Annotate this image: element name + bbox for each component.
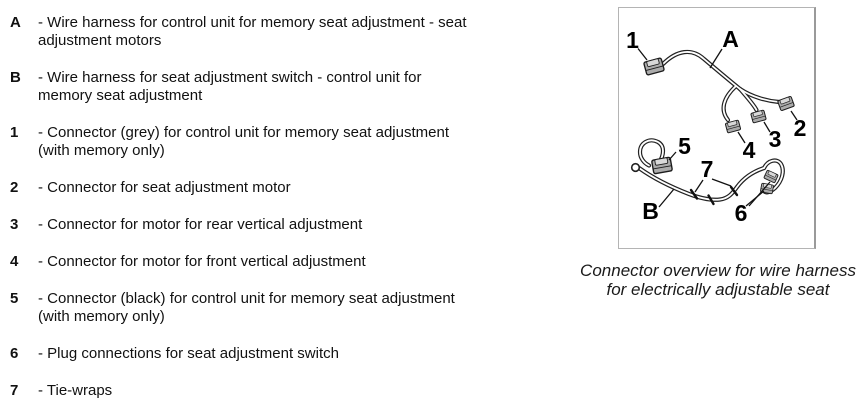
diagram-frame: 1 A 2 3 4 5 7 B 6 <box>618 7 816 249</box>
legend-item-3: 3 - Connector for motor for rear vertica… <box>10 216 558 234</box>
tie-wrap-marks <box>689 185 739 206</box>
connector-3 <box>750 109 767 124</box>
legend-item-key: 5 <box>10 290 19 307</box>
wire-harness-a <box>660 49 782 123</box>
legend: A - Wire harness for control unit for me… <box>10 14 558 406</box>
legend-item-b: B - Wire harness for seat adjustment swi… <box>10 69 558 105</box>
legend-item-text: - Connector (grey) for control unit for … <box>38 124 449 159</box>
legend-item-1: 1 - Connector (grey) for control unit fo… <box>10 124 558 160</box>
legend-item-key: 6 <box>10 345 19 362</box>
wire-end-ring <box>630 162 641 173</box>
connector-6a <box>763 169 779 184</box>
legend-item-text: - Tie-wraps <box>38 382 113 399</box>
connector-1 <box>642 57 666 76</box>
legend-item-key: 1 <box>10 124 19 141</box>
legend-item-text: - Wire harness for seat adjustment switc… <box>38 69 422 104</box>
wire-harness-diagram: 1 A 2 3 4 5 7 B 6 <box>626 26 807 226</box>
diagram-label-6: 6 <box>735 200 748 226</box>
diagram-label-2: 2 <box>794 115 807 141</box>
legend-item-text: - Connector for seat adjustment motor <box>38 179 291 196</box>
diagram-label-4: 4 <box>743 137 756 163</box>
legend-item-text: - Wire harness for control unit for memo… <box>38 14 467 49</box>
diagram-label-a: A <box>722 26 739 52</box>
figure-caption: Connector overview for wire harness for … <box>580 261 856 299</box>
legend-item-text: - Connector for motor for rear vertical … <box>38 216 363 233</box>
legend-item-text: - Connector for motor for front vertical… <box>38 253 366 270</box>
leader-lines <box>637 48 798 208</box>
diagram-label-3: 3 <box>769 126 782 152</box>
diagram-label-1: 1 <box>626 27 639 53</box>
diagram-label-7: 7 <box>701 156 714 182</box>
legend-item-key: A <box>10 14 21 31</box>
legend-item-text: - Plug connections for seat adjustment s… <box>38 345 339 362</box>
legend-item-7: 7 - Tie-wraps <box>10 382 558 400</box>
legend-item-key: 2 <box>10 179 19 196</box>
legend-item-a: A - Wire harness for control unit for me… <box>10 14 558 50</box>
legend-item-5: 5 - Connector (black) for control unit f… <box>10 290 558 326</box>
legend-item-text: - Connector (black) for control unit for… <box>38 290 455 325</box>
legend-item-key: B <box>10 69 21 86</box>
legend-item-key: 4 <box>10 253 19 270</box>
diagram-label-5: 5 <box>678 133 691 159</box>
connector-2 <box>776 95 796 112</box>
diagram-label-b: B <box>642 198 659 224</box>
legend-item-4: 4 - Connector for motor for front vertic… <box>10 253 558 271</box>
legend-item-2: 2 - Connector for seat adjustment motor <box>10 179 558 197</box>
legend-item-6: 6 - Plug connections for seat adjustment… <box>10 345 558 363</box>
legend-item-key: 3 <box>10 216 19 233</box>
legend-item-key: 7 <box>10 382 19 399</box>
